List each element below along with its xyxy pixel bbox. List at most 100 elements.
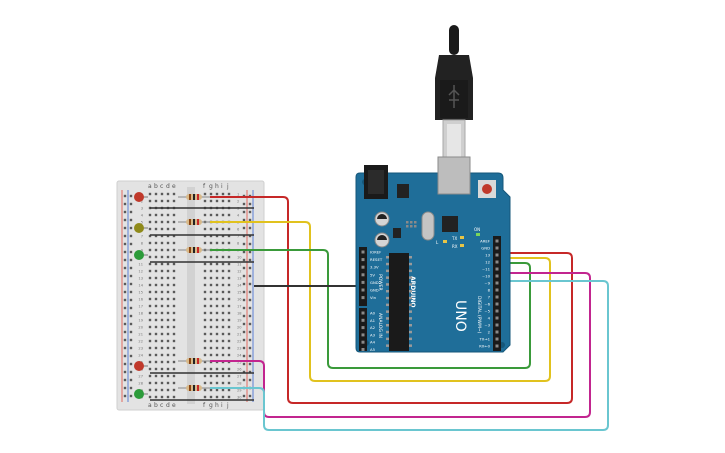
header-pin[interactable] [361, 250, 365, 254]
breadboard-hole[interactable] [209, 353, 213, 357]
breadboard-hole[interactable] [215, 395, 219, 399]
breadboard-hole[interactable] [148, 381, 152, 385]
breadboard-hole[interactable] [209, 241, 213, 245]
breadboard-hole[interactable] [160, 199, 164, 203]
power-rail-hole[interactable] [248, 226, 252, 230]
breadboard-hole[interactable] [154, 339, 158, 343]
power-rail-hole[interactable] [248, 378, 252, 382]
breadboard-hole[interactable] [154, 353, 158, 357]
breadboard-hole[interactable] [166, 339, 170, 343]
breadboard-hole[interactable] [166, 381, 170, 385]
breadboard-hole[interactable] [227, 213, 231, 217]
breadboard-hole[interactable] [172, 192, 176, 196]
header-pin[interactable] [495, 316, 499, 320]
breadboard-hole[interactable] [215, 346, 219, 350]
breadboard-hole[interactable] [166, 213, 170, 217]
arduino-uno-board[interactable]: ARDUINO UNO DIGITAL (PWM~) POWER ANALOG … [355, 156, 511, 353]
breadboard-hole[interactable] [172, 381, 176, 385]
power-rail-hole[interactable] [123, 226, 127, 230]
breadboard-hole[interactable] [215, 381, 219, 385]
breadboard-hole[interactable] [209, 367, 213, 371]
breadboard-hole[interactable] [172, 332, 176, 336]
breadboard-hole[interactable] [203, 297, 207, 301]
breadboard-hole[interactable] [154, 374, 158, 378]
wire-magenta[interactable] [210, 272, 591, 418]
breadboard-hole[interactable] [148, 227, 152, 231]
power-rail-hole[interactable] [242, 314, 246, 318]
breadboard-hole[interactable] [160, 374, 164, 378]
breadboard-hole[interactable] [160, 241, 164, 245]
breadboard-hole[interactable] [209, 234, 213, 238]
power-rail-hole[interactable] [242, 290, 246, 294]
breadboard-hole[interactable] [203, 199, 207, 203]
power-rail-hole[interactable] [129, 306, 133, 310]
breadboard-hole[interactable] [221, 297, 225, 301]
breadboard-hole[interactable] [154, 395, 158, 399]
breadboard-hole[interactable] [221, 241, 225, 245]
breadboard-hole[interactable] [154, 367, 158, 371]
power-rail-hole[interactable] [123, 250, 127, 254]
breadboard-hole[interactable] [215, 332, 219, 336]
breadboard-hole[interactable] [221, 311, 225, 315]
breadboard-hole[interactable] [166, 304, 170, 308]
power-rail-hole[interactable] [248, 314, 252, 318]
header-pin[interactable] [495, 323, 499, 327]
breadboard-hole[interactable] [172, 395, 176, 399]
breadboard-hole[interactable] [172, 227, 176, 231]
breadboard-hole[interactable] [172, 213, 176, 217]
breadboard-hole[interactable] [166, 325, 170, 329]
breadboard-hole[interactable] [166, 283, 170, 287]
power-rail-hole[interactable] [248, 362, 252, 366]
breadboard-hole[interactable] [172, 311, 176, 315]
resistor-4[interactable] [178, 358, 210, 364]
power-rail-hole[interactable] [248, 338, 252, 342]
breadboard-hole[interactable] [172, 374, 176, 378]
breadboard-hole[interactable] [166, 227, 170, 231]
power-rail-hole[interactable] [242, 346, 246, 350]
breadboard-hole[interactable] [227, 339, 231, 343]
breadboard-hole[interactable] [215, 367, 219, 371]
breadboard-hole[interactable] [209, 283, 213, 287]
breadboard-hole[interactable] [160, 388, 164, 392]
power-rail-hole[interactable] [242, 298, 246, 302]
breadboard-hole[interactable] [166, 388, 170, 392]
resistor-1[interactable] [178, 194, 210, 200]
breadboard-hole[interactable] [227, 318, 231, 322]
breadboard-hole[interactable] [166, 311, 170, 315]
breadboard-hole[interactable] [160, 269, 164, 273]
power-rail-hole[interactable] [123, 282, 127, 286]
breadboard-hole[interactable] [209, 304, 213, 308]
led-green-2[interactable] [134, 389, 148, 399]
breadboard-hole[interactable] [154, 199, 158, 203]
breadboard-hole[interactable] [160, 248, 164, 252]
breadboard-hole[interactable] [148, 395, 152, 399]
breadboard-hole[interactable] [221, 318, 225, 322]
power-rail-hole[interactable] [129, 274, 133, 278]
breadboard-hole[interactable] [203, 304, 207, 308]
breadboard-hole[interactable] [203, 332, 207, 336]
breadboard-hole[interactable] [148, 339, 152, 343]
breadboard-hole[interactable] [160, 395, 164, 399]
breadboard-hole[interactable] [166, 395, 170, 399]
breadboard-hole[interactable] [227, 283, 231, 287]
power-rail-hole[interactable] [129, 314, 133, 318]
breadboard-hole[interactable] [209, 325, 213, 329]
breadboard-hole[interactable] [221, 353, 225, 357]
power-rail-hole[interactable] [242, 362, 246, 366]
breadboard-hole[interactable] [154, 276, 158, 280]
breadboard-hole[interactable] [154, 192, 158, 196]
breadboard-hole[interactable] [154, 318, 158, 322]
power-rail-hole[interactable] [129, 242, 133, 246]
breadboard-hole[interactable] [172, 304, 176, 308]
breadboard-hole[interactable] [227, 325, 231, 329]
wire-yellow[interactable] [210, 221, 551, 382]
header-pin[interactable] [495, 267, 499, 271]
breadboard-hole[interactable] [148, 262, 152, 266]
breadboard-hole[interactable] [227, 297, 231, 301]
power-rail-hole[interactable] [242, 370, 246, 374]
power-rail-hole[interactable] [123, 378, 127, 382]
breadboard-hole[interactable] [160, 311, 164, 315]
breadboard-hole[interactable] [221, 304, 225, 308]
breadboard-hole[interactable] [154, 332, 158, 336]
